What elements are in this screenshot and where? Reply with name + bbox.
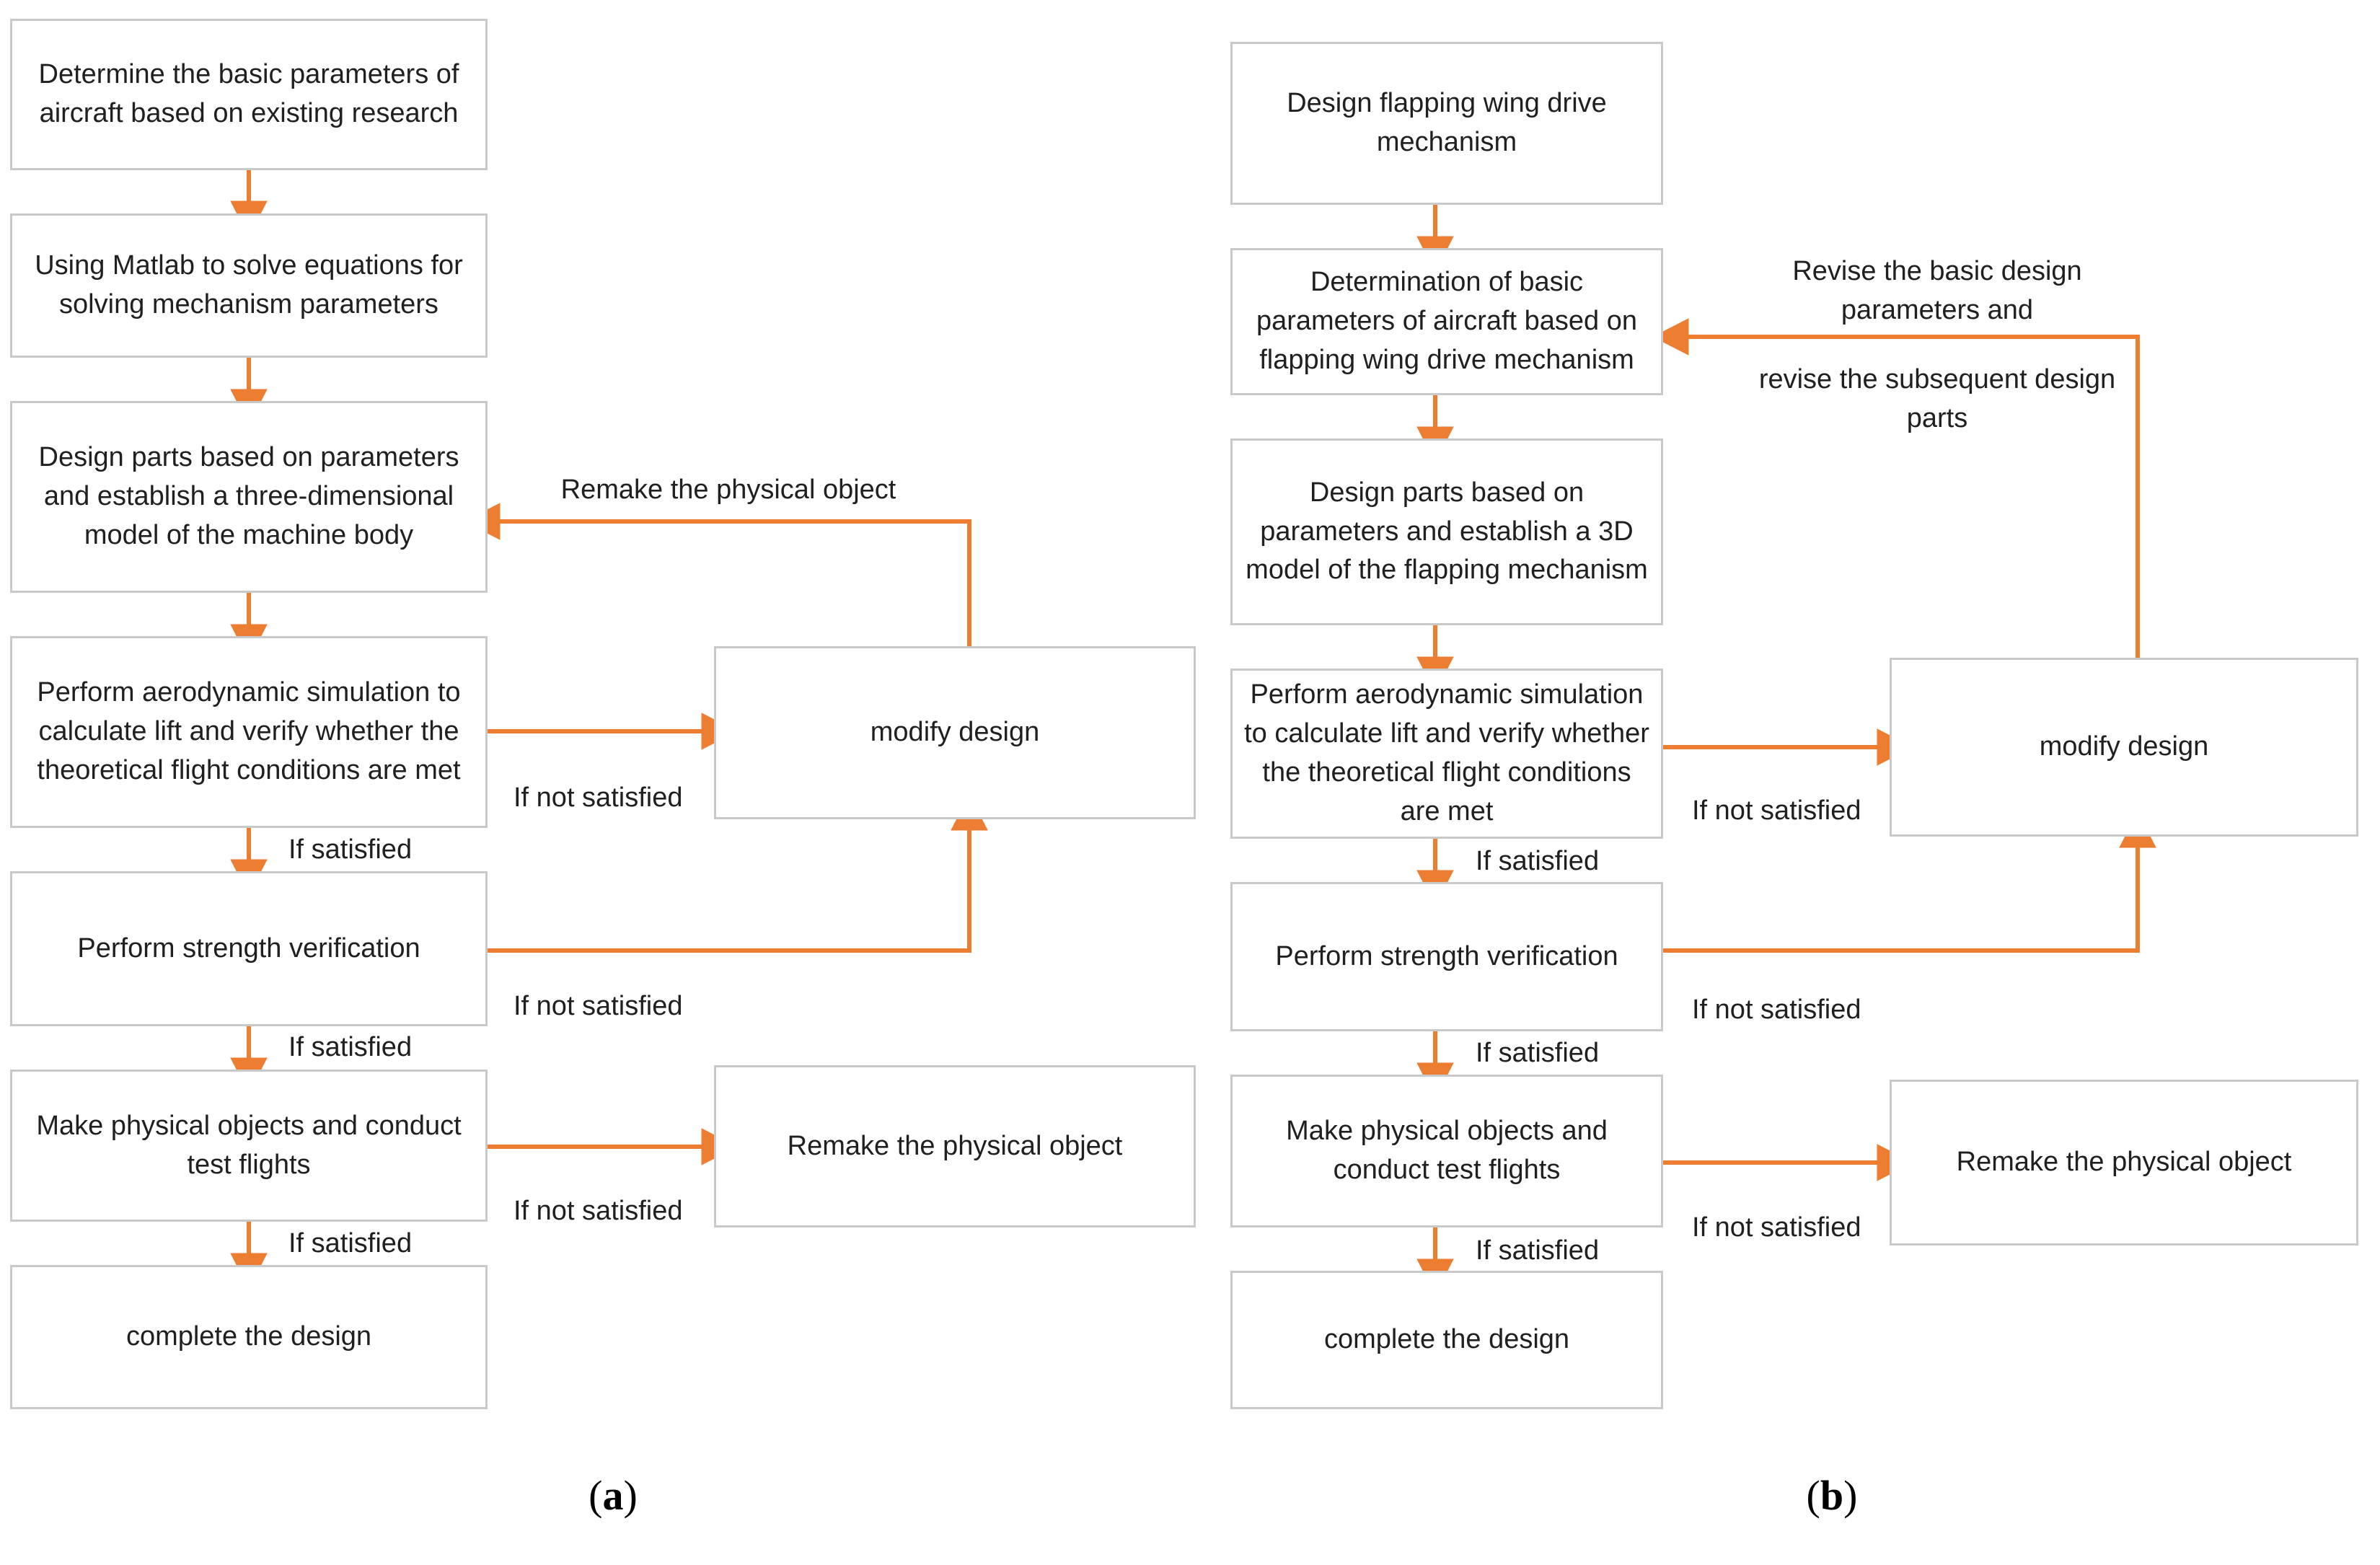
node-design-parts-3d-machine-body[interactable]: Design parts based on parameters and est…	[10, 401, 488, 593]
node-determine-basic-parameters[interactable]: Determine the basic parameters of aircra…	[10, 19, 488, 170]
panel-caption-b: (b)	[1724, 1471, 1940, 1520]
edge-label-a-strength-if-satisfied: If satisfied	[288, 1032, 413, 1062]
edge-label-b-testflight-if-not-satisfied: If not satisfied	[1692, 1212, 1861, 1243]
edge-label-remake-the-physical-object: Remake the physical object	[560, 475, 896, 505]
node-remake-the-physical-object[interactable]: Remake the physical object	[714, 1065, 1196, 1227]
edge-label-b-testflight-if-satisfied: If satisfied	[1476, 1235, 1600, 1266]
panel-caption-a-open: (	[589, 1472, 603, 1519]
node-modify-design[interactable]: modify design	[714, 646, 1196, 819]
node-b-strength-verification[interactable]: Perform strength verification	[1230, 882, 1663, 1031]
node-determination-basic-parameters-flapping[interactable]: Determination of basic parameters of air…	[1230, 248, 1663, 395]
node-b-make-physical-objects[interactable]: Make physical objects and conduct test f…	[1230, 1075, 1663, 1227]
edge-label-a-aero-if-satisfied: If satisfied	[288, 834, 413, 865]
edge-label-a-testflight-if-not-satisfied: If not satisfied	[514, 1196, 683, 1226]
panel-caption-b-letter: b	[1820, 1472, 1844, 1519]
panel-caption-a-close: )	[623, 1472, 638, 1519]
panel-caption-b-open: (	[1806, 1472, 1820, 1519]
panel-caption-a-letter: a	[602, 1472, 624, 1519]
node-using-matlab[interactable]: Using Matlab to solve equations for solv…	[10, 213, 488, 358]
node-design-parts-3d-flapping-mechanism[interactable]: Design parts based on parameters and est…	[1230, 438, 1663, 625]
node-b-complete-the-design[interactable]: complete the design	[1230, 1271, 1663, 1409]
edge-label-a-strength-if-not-satisfied: If not satisfied	[514, 991, 683, 1021]
node-b-modify-design[interactable]: modify design	[1890, 658, 2358, 837]
edge-label-a-testflight-if-satisfied: If satisfied	[288, 1228, 413, 1258]
edge-label-b-strength-if-not-satisfied: If not satisfied	[1692, 995, 1861, 1025]
node-aerodynamic-simulation[interactable]: Perform aerodynamic simulation to calcul…	[10, 636, 488, 828]
edge-label-b-aero-if-satisfied: If satisfied	[1476, 846, 1600, 876]
edge-label-b-strength-if-satisfied: If satisfied	[1476, 1038, 1600, 1068]
node-make-physical-objects[interactable]: Make physical objects and conduct test f…	[10, 1070, 488, 1222]
edge-label-revise-basic-design-parameters: Revise the basic design parameters and	[1792, 256, 2082, 325]
edge-label-revise-subsequent-design-parts: revise the subsequent design parts	[1758, 364, 2116, 433]
edge-label-a-aero-if-not-satisfied: If not satisfied	[514, 782, 683, 813]
panel-caption-a: (a)	[505, 1471, 721, 1520]
node-b-aerodynamic-simulation[interactable]: Perform aerodynamic simulation to calcul…	[1230, 669, 1663, 839]
node-complete-the-design[interactable]: complete the design	[10, 1265, 488, 1409]
edge-label-b-aero-if-not-satisfied: If not satisfied	[1692, 795, 1861, 826]
node-strength-verification[interactable]: Perform strength verification	[10, 871, 488, 1026]
node-b-remake-the-physical-object[interactable]: Remake the physical object	[1890, 1080, 2358, 1246]
node-design-flapping-wing-drive-mechanism[interactable]: Design flapping wing drive mechanism	[1230, 42, 1663, 205]
arrow-modify-a3	[464, 503, 971, 646]
panel-caption-b-close: )	[1843, 1472, 1858, 1519]
arrow-a5-modify	[485, 794, 988, 953]
